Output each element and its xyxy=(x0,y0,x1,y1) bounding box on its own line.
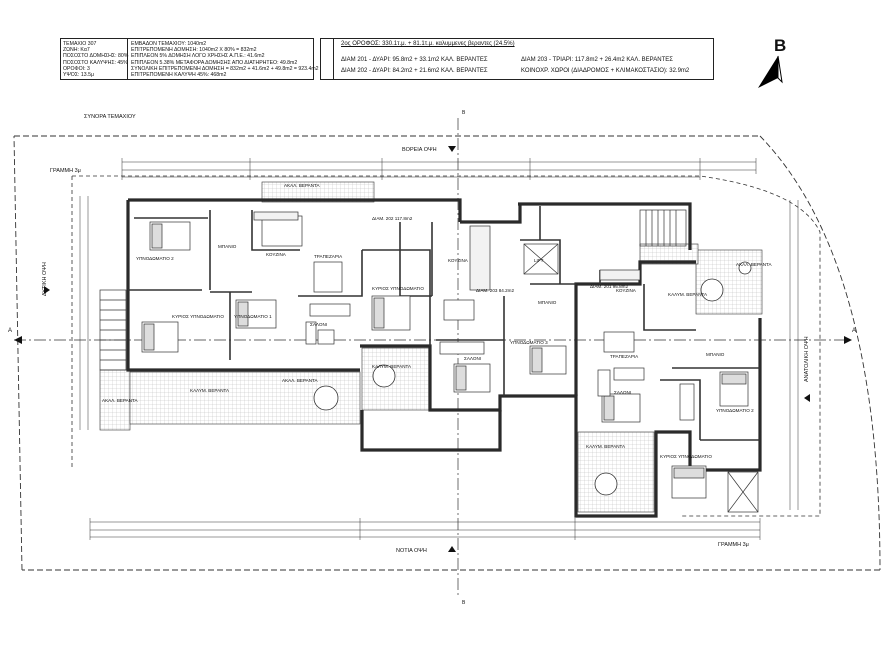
veranda-tables xyxy=(313,261,752,496)
room-label: ΤΡΑΠΕΖΑΡΙΑ xyxy=(610,354,639,359)
room-label: ΚΑΛΥΜ. ΒΕΡΑΝΤΑ xyxy=(586,444,626,449)
room-label: ΚΟΥΖΙΝΑ xyxy=(616,288,637,293)
west-elevation-label: ΔΥΤΙΚΗ ΟΨΗ xyxy=(42,262,48,296)
room-label: ΣΑΛΟΝΙ xyxy=(310,322,327,327)
tables-sofas xyxy=(261,215,695,421)
floor-area-title: 2ος ΟΡΟΦΟΣ: 330.1τ.μ. + 81.1τ.μ. καλυμμε… xyxy=(341,41,515,47)
room-label: ΑΚΑΛ. ΒΕΡΑΝΤΑ xyxy=(284,183,321,188)
info-value: ΕΜΒΑΔΟΝ ΤΕΜΑΧΙΟΥ: 1040m2 xyxy=(131,41,207,47)
info-divider xyxy=(321,39,334,79)
room-label: ΑΚΑΛ. ΒΕΡΑΝΤΑ xyxy=(282,378,319,383)
room-label: ΑΚΑΛ. ΒΕΡΑΝΤΑ xyxy=(736,262,773,267)
room-label: ΚΑΛΥΜ. ΒΕΡΑΝΤΑ xyxy=(372,364,412,369)
plot-info-labels: ΤΕΜΑΧΙΟ 307 ΖΩΝΗ: Κα7 ΠΟΣΟΣΤΟ ΔΟΜΗΣΗΣ: 8… xyxy=(63,41,128,78)
room-label: ΚΑΛΥΜ. ΒΕΡΑΝΤΑ xyxy=(668,292,708,297)
exterior-walls xyxy=(126,198,762,518)
plot-info-values: ΕΜΒΑΔΟΝ ΤΕΜΑΧΙΟΥ: 1040m2 ΕΠΙΤΡΕΠΟΜΕΝΗ ΔΟ… xyxy=(131,41,319,78)
room-label: ΣΑΛΟΝΙ xyxy=(464,356,481,361)
info-value: ΕΠΙΠΛΕΟΝ 5% ΔΟΜΗΣΗ ΛΟΓΩ ΧΡΗΣΗΣ Α.Π.Ε.: 4… xyxy=(131,53,265,60)
info-label: ΖΩΝΗ: Κα7 xyxy=(63,47,90,54)
stair-core xyxy=(99,209,759,513)
room-label: ΥΠΝΟΔΩΜΑΤΙΟ 2 xyxy=(136,256,174,261)
section-a-left: A xyxy=(8,328,12,334)
kitchen-counters xyxy=(253,211,641,291)
room-label: ΑΚΑΛ. ΒΕΡΑΝΤΑ xyxy=(102,398,139,403)
elevation-markers: ΒΟΡΕΙΑ ΟΨΗ ΝΟΤΙΑ ΟΨΗ ΔΥΤΙΚΗ ΟΨΗ ΑΝΑΤΟΛΙΚ… xyxy=(8,110,856,606)
setback-line-label: ΓΡΑΜΜΗ 3μ xyxy=(50,168,81,174)
room-label: ΚΑΛΥΜ. ΒΕΡΑΝΤΑ xyxy=(190,388,230,393)
room-label: ΚΟΥΖΙΝΑ xyxy=(266,252,287,257)
plot-boundary-label: ΣΥΝΟΡΑ ΤΕΜΑΧΙΟΥ xyxy=(84,114,136,120)
info-value: ΣΥΝΟΛΙΚΗ ΕΠΙΤΡΕΠΟΜΕΝΗ ΔΟΜΗΣΗ = 832m2 + 4… xyxy=(131,65,319,72)
info-divider xyxy=(127,39,128,79)
room-label: ΥΠΝΟΔΩΜΑΤΙΟ 1 xyxy=(234,314,272,319)
plot-info-table: ΤΕΜΑΧΙΟ 307 ΖΩΝΗ: Κα7 ΠΟΣΟΣΤΟ ΔΟΜΗΣΗΣ: 8… xyxy=(60,38,319,80)
room-label: ΥΠΝΟΔΩΜΑΤΙΟ 3 xyxy=(510,340,548,345)
room-label: ΜΠΑΝΙΟ xyxy=(538,300,557,305)
east-elevation-label: ΑΝΑΤΟΛΙΚΗ ΟΨΗ xyxy=(804,336,810,382)
section-b-bottom: B xyxy=(462,600,466,606)
setback-line-label-2: ΓΡΑΜΜΗ 3μ xyxy=(718,542,749,548)
info-label: ΟΡΟΦΟΙ: 3 xyxy=(63,65,90,72)
beds xyxy=(141,221,749,499)
room-label: ΜΠΑΝΙΟ xyxy=(218,244,237,249)
room-label: ΥΠΝΟΔΩΜΑΤΙΟ 2 xyxy=(716,408,754,413)
apartment-area: ΔΙΑΜ 202 - ΔΥΑΡΙ: 84.2m2 + 21.6m2 ΚΑΛ. Β… xyxy=(341,68,488,74)
dimension-lines-sides xyxy=(79,196,799,510)
info-value: ΕΠΙΤΡΕΠΟΜΕΝΗ ΔΟΜΗΣΗ: 1040m2 X 80% = 832m… xyxy=(131,47,257,54)
floor-area-table: 2ος ΟΡΟΦΟΣ: 330.1τ.μ. + 81.1τ.μ. καλυμμε… xyxy=(320,38,714,80)
dimension-lines-bottom xyxy=(89,518,761,540)
room-label: ΜΠΑΝΙΟ xyxy=(706,352,725,357)
info-label: ΠΟΣΟΣΤΟ ΚΑΛΥΨΗΣ: 45% xyxy=(63,59,128,66)
section-b-top: B xyxy=(462,110,466,116)
apartment-area: ΔΙΑΜ 203 - ΤΡΙΑΡΙ: 117.8m2 + 26.4m2 ΚΑΛ.… xyxy=(521,57,673,63)
room-label: ΔΙΑΜ. 201 95.8m2 xyxy=(590,284,628,289)
room-label: ΣΑΛΟΝΙ xyxy=(614,390,631,395)
section-a-right: A xyxy=(852,328,856,334)
room-label: ΚΥΡΙΟΣ ΥΠΝΟΔΩΜΑΤΙΟ xyxy=(372,286,424,291)
room-label: ΔΙΑΜ. 203 84.2m2 xyxy=(476,288,514,293)
elevation-arrows xyxy=(14,146,852,552)
info-label: ΠΟΣΟΣΤΟ ΔΟΜΗΣΗΣ: 80% xyxy=(63,53,129,60)
south-elevation-label: ΝΟΤΙΑ ΟΨΗ xyxy=(396,548,427,554)
room-label: LIFT xyxy=(534,258,544,263)
apartment-areas-col2: ΔΙΑΜ 203 - ΤΡΙΑΡΙ: 117.8m2 + 26.4m2 ΚΑΛ.… xyxy=(521,55,689,77)
room-label: ΔΙΑΜ. 202 117.8m2 xyxy=(372,216,413,221)
dimension-lines-top xyxy=(121,158,757,180)
plot-boundary xyxy=(13,135,881,571)
room-labels: ΥΠΝΟΔΩΜΑΤΙΟ 2 ΜΠΑΝΙΟ ΚΟΥΖΙΝΑ ΤΡΑΠΕΖΑΡΙΑ … xyxy=(102,183,773,459)
apartment-area: ΔΙΑΜ 201 - ΔΥΑΡΙ: 95.8m2 + 33.1m2 ΚΑΛ. Β… xyxy=(341,57,488,63)
interior-walls xyxy=(128,206,760,441)
info-value: ΕΠΙΤΡΕΠΟΜΕΝΗ ΚΑΛΥΨΗ 45%: 468m2 xyxy=(131,72,227,79)
north-letter: B xyxy=(774,36,787,55)
north-arrow: B xyxy=(752,36,792,96)
setback-line xyxy=(71,175,821,517)
info-label: ΤΕΜΑΧΙΟ 307 xyxy=(63,41,97,47)
room-label: ΚΥΡΙΟΣ ΥΠΝΟΔΩΜΑΤΙΟ xyxy=(660,454,712,459)
apartment-area: ΚΟΙΝΟΧΡ. ΧΩΡΟΙ (ΔΙΑΔΡΟΜΟΣ + ΚΛΙΜΑΚΟΣΤΑΣΙ… xyxy=(521,68,690,74)
room-label: ΤΡΑΠΕΖΑΡΙΑ xyxy=(314,254,343,259)
info-label: ΥΨΟΣ: 13.5μ xyxy=(63,72,95,79)
north-elevation-label: ΒΟΡΕΙΑ ΟΨΗ xyxy=(402,147,437,153)
north-arrow-icon xyxy=(758,55,783,88)
room-label: ΚΥΡΙΟΣ ΥΠΝΟΔΩΜΑΤΙΟ xyxy=(172,314,224,319)
room-label: ΚΟΥΖΙΝΑ xyxy=(448,258,469,263)
apartment-areas-col1: ΔΙΑΜ 201 - ΔΥΑΡΙ: 95.8m2 + 33.1m2 ΚΑΛ. Β… xyxy=(341,55,488,77)
info-value: ΕΠΙΠΛΕΟΝ 5.38% ΜΕΤΑΦΟΡΑ ΔΟΜΗΣΗΣ ΑΠΟ ΔΙΑΤ… xyxy=(131,59,298,66)
